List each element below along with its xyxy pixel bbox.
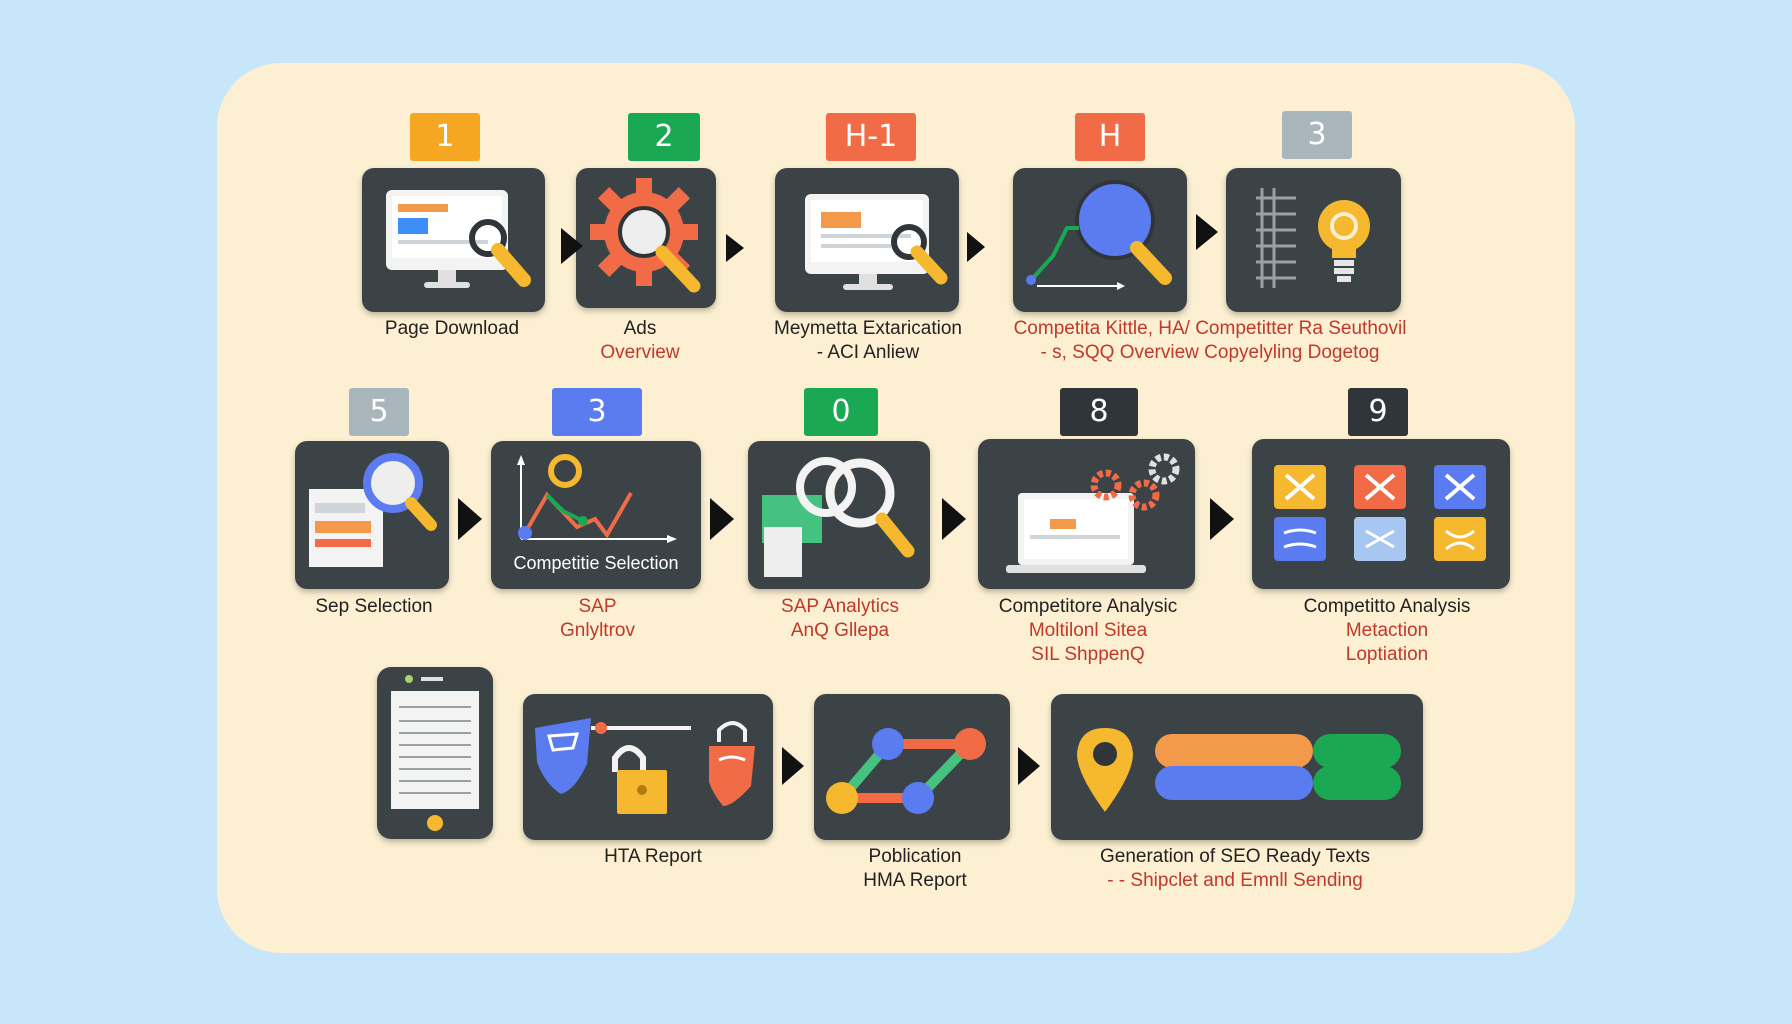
caption-line: HMA Report — [863, 870, 967, 891]
caption-seo-texts: Generation of SEO Ready Texts - - Shipcl… — [1060, 845, 1410, 893]
caption-sap: SAP Gnlyltrov — [525, 595, 670, 643]
monitor-magnifier-icon — [362, 168, 545, 312]
caption-line: Loptiation — [1345, 644, 1429, 665]
caption-page-download: Page Download — [372, 317, 532, 341]
laptop-gears-icon — [978, 439, 1195, 589]
step-badge-h1: H-1 — [826, 113, 916, 161]
caption-line: SAP Analytics — [781, 596, 899, 617]
caption-line: Metaction — [1345, 620, 1429, 641]
caption-line: Competitto Analysis — [1303, 596, 1471, 617]
caption-meta-extraction: Meymetta Extarication - ACI Anliew — [748, 317, 988, 365]
caption-line: Sep Selection — [315, 596, 433, 617]
caption-line: Moltilonl Sitea — [1028, 620, 1148, 641]
arrow-right-icon — [458, 498, 482, 540]
caption-line: Page Download — [384, 318, 520, 339]
gear-magnifier-icon — [576, 168, 716, 308]
caption-sap-analytics: SAP Analytics AnQ Gllepa — [755, 595, 925, 643]
caption-line: Meymetta Extarication — [774, 318, 962, 339]
caption-line: - - Shipclet and Emnll Sending — [1107, 870, 1363, 891]
caption-line: Gnlyltrov — [560, 620, 635, 641]
network-nodes-icon — [814, 694, 1010, 840]
caption-line: Generation of SEO Ready Texts — [1099, 846, 1371, 867]
caption-hta-report: HTA Report — [578, 845, 728, 869]
arrow-right-icon — [1018, 747, 1040, 785]
line-chart-icon: Competitie Selection — [491, 441, 701, 589]
step-badge-5: 5 — [349, 388, 409, 436]
caption-line: Ads — [623, 318, 657, 339]
step-badge-3: 3 — [1282, 111, 1352, 159]
arrow-right-icon — [782, 747, 804, 785]
arrow-right-icon — [942, 498, 966, 540]
step-badge-8: 8 — [1060, 388, 1138, 436]
caption-line: HTA Report — [604, 846, 702, 867]
caption-line: Competita Kittle, HA/ Competitter Ra Seu… — [1013, 318, 1407, 339]
arrow-right-icon — [967, 232, 985, 262]
caption-line: AnQ Gllepa — [790, 620, 890, 641]
caption-sep-selection: Sep Selection — [294, 595, 454, 619]
arrow-right-icon — [1210, 498, 1234, 540]
shield-lock-icon — [523, 694, 773, 840]
monitor-magnifier-icon-2 — [775, 168, 959, 312]
phone-icon — [377, 667, 493, 839]
caption-line: Poblication — [868, 846, 962, 867]
arrow-right-icon — [1196, 214, 1218, 250]
arrow-right-icon — [561, 228, 583, 264]
step-badge-h: H — [1075, 113, 1145, 161]
caption-line: SIL ShppenQ — [1031, 644, 1145, 665]
caption-ads-overview: Ads Overview — [570, 317, 710, 365]
location-bars-icon — [1051, 694, 1423, 840]
grid-tiles-icon — [1252, 439, 1510, 589]
caption-line: - s, SQQ Overview Copyelyling Dogetog — [1040, 342, 1380, 363]
caption-competitor-overview: Competita Kittle, HA/ Competitter Ra Seu… — [960, 317, 1460, 365]
caption-line: SAP — [578, 596, 617, 617]
folder-magnifier-icon — [748, 441, 930, 589]
document-lightbulb-icon — [1226, 168, 1401, 312]
graph-magnifier-icon — [1013, 168, 1187, 312]
caption-line: Overview — [600, 342, 680, 363]
document-magnifier-icon — [295, 441, 449, 589]
step-badge-3b: 3 — [552, 388, 642, 436]
step-badge-1: 1 — [410, 113, 480, 161]
caption-publication: Poblication HMA Report — [835, 845, 995, 893]
step-badge-9: 9 — [1348, 388, 1408, 436]
arrow-right-icon — [726, 234, 744, 262]
arrow-right-icon — [710, 498, 734, 540]
caption-line: Competitore Analysic — [998, 596, 1178, 617]
caption-line: - ACI Anliew — [816, 342, 920, 363]
step-badge-2: 2 — [628, 113, 700, 161]
caption-competitor-analysis-2: Competitto Analysis Metaction Loptiation — [1272, 595, 1502, 667]
tile-label: Competitie Selection — [513, 553, 678, 573]
step-badge-0: 0 — [804, 388, 878, 436]
caption-competitor-analysis-1: Competitore Analysic Moltilonl Sitea SIL… — [968, 595, 1208, 667]
